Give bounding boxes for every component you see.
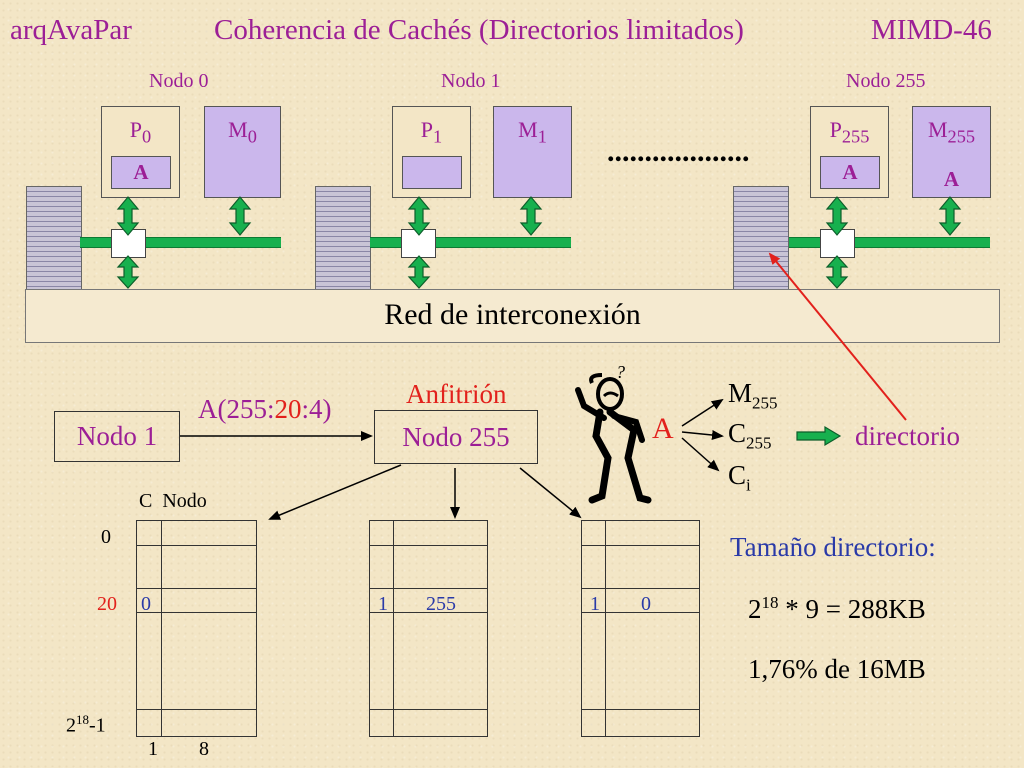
host-node-box: Nodo 255 (374, 410, 538, 464)
last-tail: -1 (89, 714, 106, 737)
cache-p255: A (820, 156, 880, 189)
proc-letter: P (829, 117, 842, 142)
node-255-label: Nodo 255 (846, 70, 926, 92)
table-2-node-value: 255 (426, 593, 456, 615)
part-letter: C (728, 418, 747, 448)
formula-exp: 18 (761, 593, 779, 612)
arrow-m1-bus (519, 196, 543, 236)
arrow-table-3 (519, 467, 582, 519)
requester-node-box: Nodo 1 (54, 411, 180, 462)
thinking-figure-icon (575, 373, 652, 504)
request-message-mid: 20 (274, 394, 302, 424)
mem-sub: 1 (537, 126, 547, 147)
mem-letter: M (228, 117, 248, 142)
arrow-m0-bus (228, 196, 252, 236)
mem-letter: M (518, 117, 538, 142)
proc-sub: 255 (841, 126, 870, 147)
part-letter: C (728, 460, 747, 490)
node-0-label: Nodo 0 (149, 70, 209, 92)
formula-base: 2 (748, 594, 762, 624)
last-base: 2 (66, 714, 76, 737)
table-2-c-value: 1 (378, 593, 388, 615)
mem-letter: M (927, 117, 948, 142)
arrow-p255-bus (825, 196, 849, 236)
part-sub: i (746, 475, 751, 495)
bus-node-1 (370, 237, 571, 248)
size-caption: Tamaño directorio: (730, 532, 936, 562)
table-1-c-value: 0 (141, 593, 151, 615)
arrow-p0-bus (116, 196, 140, 236)
address-part-c: C255 (728, 418, 772, 453)
bus-node-0 (80, 237, 281, 248)
directory-icon-node-0 (26, 186, 82, 298)
dotted-separator: ................... (607, 135, 750, 168)
network-label: Red de interconexión (384, 298, 641, 331)
bus-node-255 (789, 237, 990, 248)
question-mark: ? (616, 362, 625, 382)
size-percent: 1,76% de 16MB (748, 654, 926, 684)
host-caption: Anfitrión (406, 379, 507, 409)
request-message-prefix: A(255: (198, 394, 275, 424)
course-title: arqAvaPar (10, 14, 132, 46)
formula-rest: * 9 = 288KB (778, 594, 926, 624)
slide-number: MIMD-46 (871, 14, 992, 46)
directory-icon-node-255 (733, 186, 789, 298)
arrow-to-directorio (796, 425, 842, 447)
request-message-suffix: :4) (301, 394, 332, 424)
table-3-c-value: 1 (590, 593, 600, 615)
directorio-label: directorio (855, 421, 960, 451)
proc-letter: P (420, 117, 434, 142)
row-label-last: 218-1 (66, 712, 106, 738)
mem-value-a: A (943, 167, 960, 191)
memory-m0: M0 (204, 106, 281, 198)
arrow-iface255-net (825, 255, 849, 289)
node-1-label: Nodo 1 (441, 70, 501, 92)
directory-table-3 (581, 520, 700, 737)
width-c: 1 (148, 738, 158, 760)
arrow-iface1-net (407, 255, 431, 289)
processor-p0: P0 A (101, 106, 180, 198)
part-letter: M (728, 378, 753, 408)
red-arrow-directory (768, 252, 907, 421)
request-message: A(255:20:4) (198, 394, 332, 425)
cache-p0: A (111, 156, 171, 189)
arrow-m255-bus (938, 196, 962, 236)
memory-m255: M255 A (912, 106, 991, 198)
slide-title: Coherencia de Cachés (Directorios limita… (214, 14, 744, 46)
header-nodo: Nodo (162, 490, 207, 512)
processor-p255: P255 A (810, 106, 889, 198)
address-label: A (652, 412, 674, 445)
memory-m1: M1 (493, 106, 572, 198)
directory-icon-node-1 (315, 186, 371, 298)
proc-sub: 0 (142, 126, 152, 147)
arrow-a-m (681, 398, 724, 427)
row-label-mid: 20 (97, 593, 117, 615)
directory-table-1 (136, 520, 257, 737)
arrow-iface0-net (116, 255, 140, 289)
processor-p1: P1 (392, 106, 471, 198)
last-exp: 18 (76, 712, 89, 727)
arrow-table-1 (268, 464, 402, 520)
address-part-ci: Ci (728, 460, 751, 495)
mem-sub: 255 (947, 126, 976, 147)
proc-letter: P (129, 117, 143, 142)
header-c: C (139, 490, 153, 512)
row-label-first: 0 (101, 526, 111, 548)
table-header: C Nodo (139, 490, 207, 513)
part-sub: 255 (746, 433, 772, 453)
width-nodo: 8 (199, 738, 209, 760)
interconnection-network: Red de interconexión (25, 289, 1000, 343)
table-3-node-value: 0 (641, 593, 651, 615)
arrow-p1-bus (407, 196, 431, 236)
proc-sub: 1 (433, 126, 443, 147)
size-formula: 218 * 9 = 288KB (748, 593, 926, 625)
arrow-a-c (681, 430, 724, 440)
arrow-a-ci (681, 437, 720, 472)
cache-p1 (402, 156, 462, 189)
mem-sub: 0 (247, 126, 257, 147)
address-part-m: M255 (728, 378, 778, 413)
directory-table-2 (369, 520, 488, 737)
part-sub: 255 (752, 393, 778, 413)
